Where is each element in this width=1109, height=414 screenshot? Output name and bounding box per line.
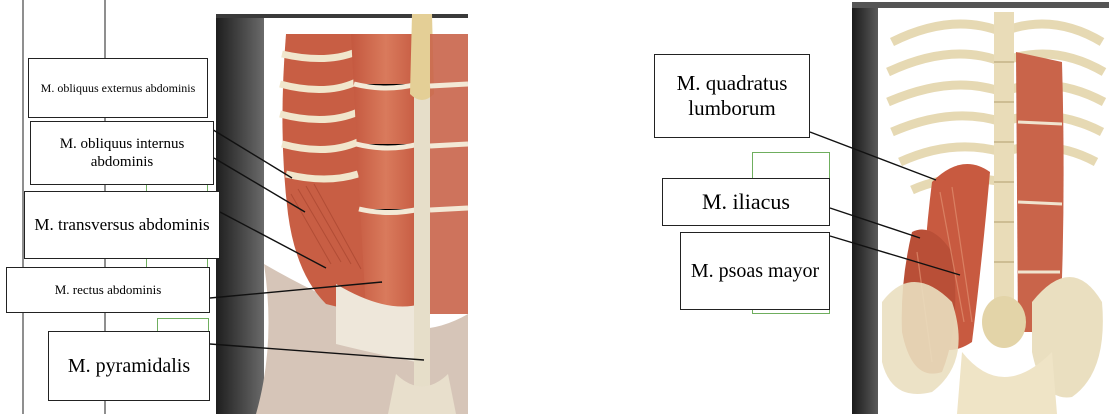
label-text: M. rectus abdominis [55, 282, 162, 298]
label-psoas-mayor: M. psoas mayor [680, 232, 830, 310]
label-text: M. obliquus internus abdominis [35, 135, 209, 171]
label-transversus: M. transversus abdominis [24, 191, 220, 259]
label-obliquus-internus: M. obliquus internus abdominis [30, 121, 214, 185]
abdominal-wall-muscles-image [216, 14, 468, 414]
label-text: M. transversus abdominis [34, 215, 209, 235]
label-pyramidalis: M. pyramidalis [48, 331, 210, 401]
label-quadratus-lumborum: M. quadratus lumborum [654, 54, 810, 138]
label-rectus: M. rectus abdominis [6, 267, 210, 313]
label-text: M. psoas mayor [691, 259, 819, 283]
label-text: M. pyramidalis [68, 354, 190, 378]
label-text: M. obliquus externus abdominis [41, 81, 196, 95]
label-text: M. iliacus [702, 189, 790, 215]
answer-box-left-3[interactable] [157, 318, 209, 332]
label-iliacus: M. iliacus [662, 178, 830, 226]
label-obliquus-externus: M. obliquus externus abdominis [28, 58, 208, 118]
posterior-abdominal-muscles-image [852, 2, 1109, 414]
label-text: M. quadratus lumborum [659, 71, 805, 121]
